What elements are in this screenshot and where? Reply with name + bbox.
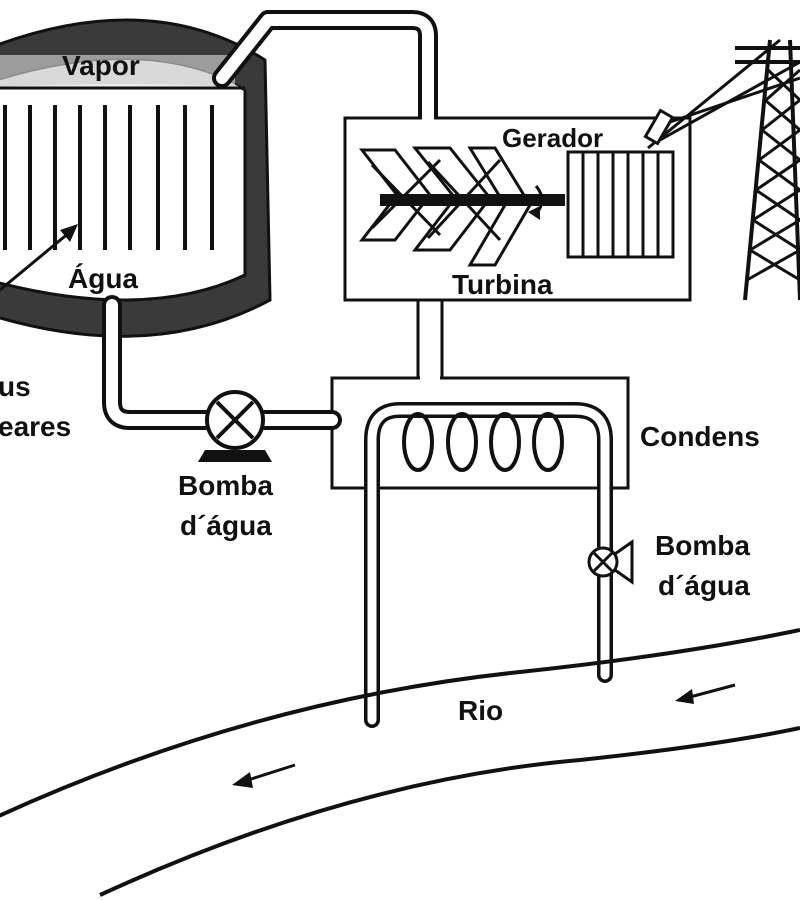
label-condensador: Condens [640,421,760,452]
label-bomba-1-line2: d´água [180,510,272,541]
generator [566,150,675,259]
river-arrow-line [689,683,736,699]
power-lines [647,38,800,150]
power-line [647,38,781,150]
water-return-pipe-inner [106,299,338,426]
generator-coils [581,152,660,257]
tower-lattice [746,68,800,282]
river-arrow-head [675,689,694,704]
label-varetas-line1: us [0,371,31,402]
steam-pipe-inner [216,14,434,126]
river-bank-lower [99,726,800,897]
coil-loops [402,412,564,472]
cooling-pipe-inner [367,405,610,725]
water-pump-2 [587,539,634,585]
label-bomba-2-line2: d´água [658,570,750,601]
condenser-body [330,376,630,490]
power-line [669,76,800,124]
label-rio: Rio [458,695,503,726]
label-bomba-2-line1: Bomba [655,530,750,561]
reactor-vessel [0,18,272,338]
pump-base [198,450,272,462]
label-turbina: Turbina [452,269,553,300]
coil-loop [532,412,564,472]
coil-loop [446,412,478,472]
label-bomba-1-line1: Bomba [178,470,273,501]
exhaust-pipes [416,300,444,380]
pump-cross [592,551,614,573]
river-arrow-line [247,763,296,782]
coil-loop [402,412,434,472]
river-arrow-head [232,772,253,788]
labels: Vapor Água us eares Gerador Turbina Cond… [0,50,760,726]
label-gerador: Gerador [502,123,603,153]
river-flow-arrows [232,683,736,788]
fuel-rods [3,105,214,250]
transmission-tower [735,39,800,301]
label-agua: Água [68,263,138,294]
steam-pipe-entry [422,114,434,122]
cooling-coil [364,402,613,728]
generator-body [566,150,675,259]
rods-pointer-arrowhead [60,224,78,242]
coil-loop [489,412,521,472]
vapor-speckle [0,55,235,88]
condenser-inlet-gap [420,374,440,382]
insulator [643,108,675,146]
tower-leg [788,39,800,301]
tower-leg [743,39,772,301]
turbine-shaft [380,194,565,206]
water-pump-1 [198,390,272,462]
river [0,628,800,897]
label-vapor: Vapor [62,50,140,81]
shaft-rotation-arrowhead [528,206,540,220]
river-bank-upper [0,628,800,818]
rods-pointer-line [0,230,71,292]
pump-cross [215,400,255,440]
label-varetas-line2: eares [0,411,71,442]
